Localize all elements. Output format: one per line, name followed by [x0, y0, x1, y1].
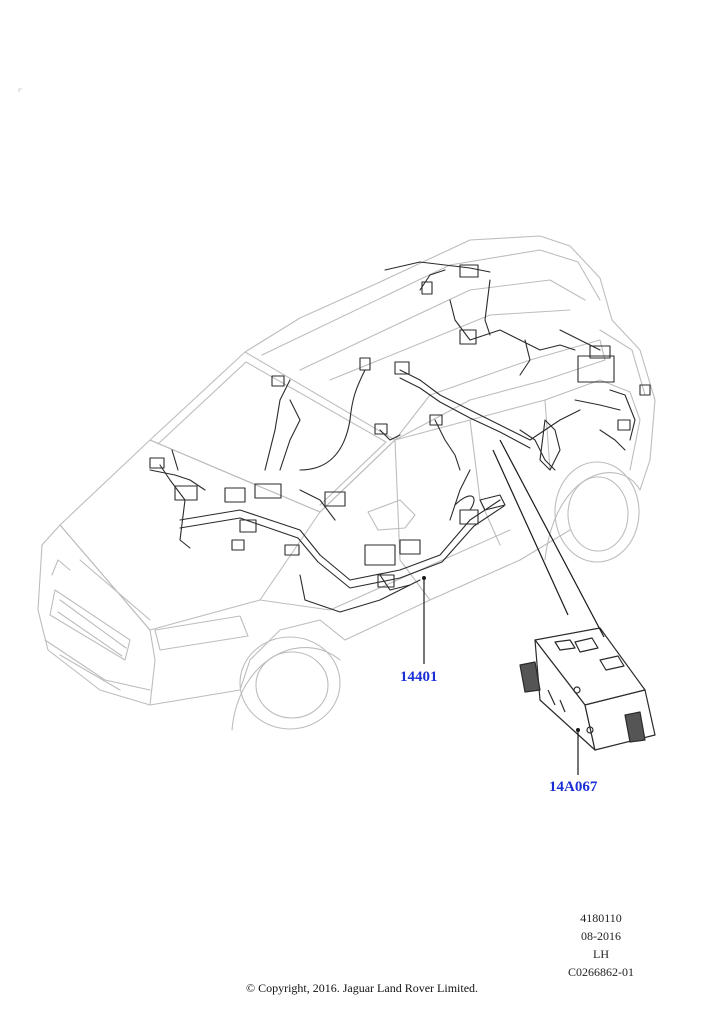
control-module — [519, 627, 656, 751]
diagram-date: 08-2016 — [581, 929, 621, 943]
diagram-meta: 4180110 08-2016 LH C0266862-01 — [568, 909, 634, 981]
leader-dot — [576, 728, 580, 732]
vehicle-body — [37, 235, 656, 731]
diagram-id: 4180110 — [580, 911, 622, 925]
diagram-code: C0266862-01 — [568, 965, 634, 979]
diagram-side: LH — [593, 947, 609, 961]
callout-14401[interactable]: 14401 — [400, 669, 438, 685]
leader-lines — [423, 439, 605, 775]
leader-dot — [422, 576, 426, 580]
wiring-harness — [149, 261, 651, 613]
copyright-text: © Copyright, 2016. Jaguar Land Rover Lim… — [245, 981, 479, 995]
corner-mark — [18, 88, 22, 92]
callout-14a067[interactable]: 14A067 — [549, 779, 598, 795]
